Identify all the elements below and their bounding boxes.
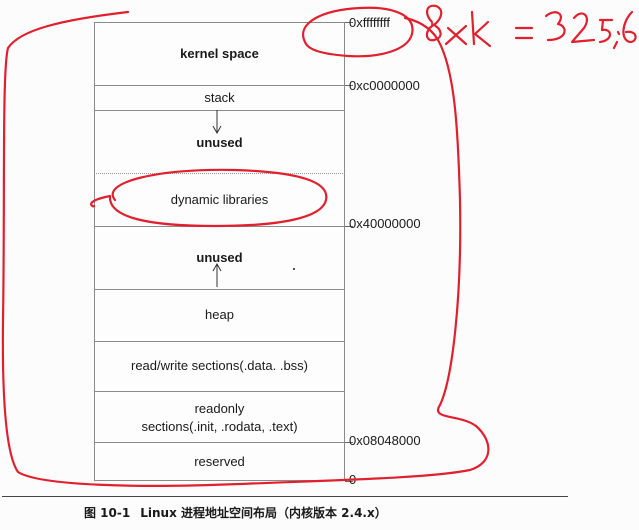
segment-heap: heap — [205, 307, 234, 322]
figure-caption: 图 10-1 Linux 进程地址空间布局（内核版本 2.4.x） — [84, 505, 387, 521]
address-0x40000000: 0x40000000 — [349, 216, 421, 231]
divider-rw-ro — [94, 391, 345, 392]
divider-dynlib-unused — [94, 226, 345, 227]
heap-grows-up-arrow-icon — [212, 263, 222, 287]
divider-heap-gap — [94, 341, 345, 342]
address-0xffffffff: 0xffffffff — [349, 15, 390, 30]
segment-reserved: reserved — [194, 454, 245, 469]
divider-ro-reserved — [94, 442, 345, 443]
segment-unused-upper: unused — [196, 135, 243, 150]
segment-readonly-sections: readonly sections(.init, .rodata, .text) — [141, 401, 298, 434]
caption-text: Linux 进程地址空间布局（内核版本 2.4.x） — [140, 506, 387, 520]
segment-read-write-sections: read/write sections(.data. .bss) — [130, 358, 309, 373]
segment-kernel-space: kernel space — [180, 46, 259, 61]
handwritten-note-icon — [425, 4, 637, 50]
caption-rule — [2, 496, 568, 497]
address-0xc0000000: 0xc0000000 — [349, 78, 420, 93]
segment-stack: stack — [204, 90, 235, 105]
stack-grows-down-arrow-icon — [212, 110, 222, 135]
address-zero: 0 — [349, 472, 357, 487]
divider-unused-dynlib — [94, 173, 345, 174]
figure-number: 图 10-1 — [84, 506, 131, 520]
address-0x08048000: 0x08048000 — [349, 433, 421, 448]
divider-kernel-stack — [94, 85, 345, 86]
segment-dynamic-libraries: dynamic libraries — [170, 192, 269, 207]
divider-unused-heap — [94, 289, 345, 290]
stray-dot — [293, 268, 295, 270]
